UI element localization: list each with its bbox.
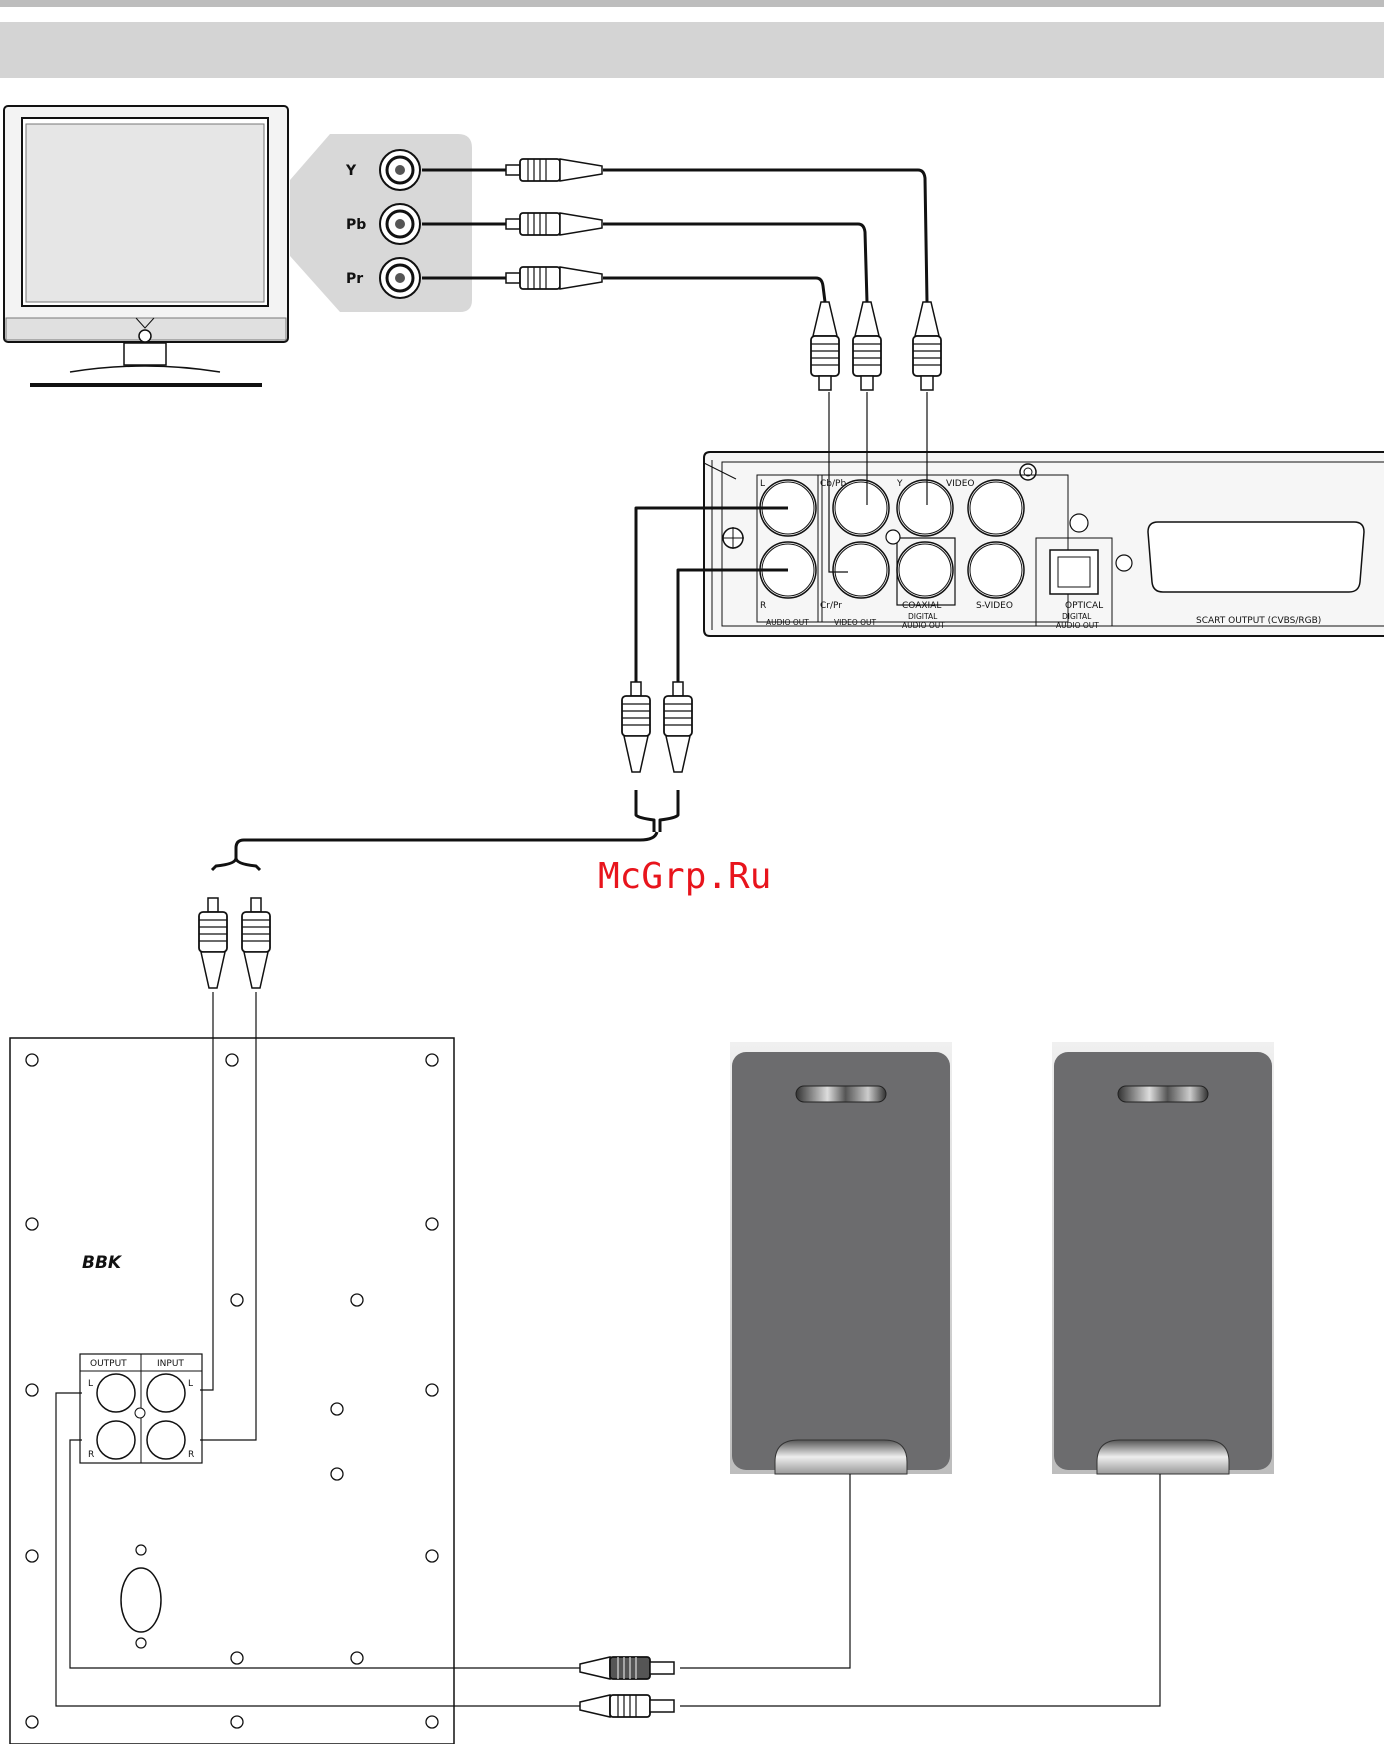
rca-plug <box>853 302 881 390</box>
optical-label: OPTICAL <box>1065 601 1103 611</box>
coaxial-jack <box>897 542 953 598</box>
rca-plug <box>242 898 270 988</box>
sub-output-r-label: R <box>88 1450 94 1460</box>
audio-out-label: AUDIO OUT <box>766 618 809 627</box>
tv-input-label: Pr <box>346 271 363 287</box>
tv-monitor <box>4 106 288 387</box>
y-label: Y <box>896 479 903 489</box>
screw-hole <box>26 1716 38 1728</box>
screw-hole <box>26 1218 38 1230</box>
rca-plug <box>622 682 650 772</box>
subwoofer-rear-panel: BBK OUTPUT INPUT L R L R <box>10 1038 454 1744</box>
dvd-player-rear-panel: L R AUDIO OUT Cb/Pb Cr/Pr VIDEO OUT Y VI… <box>704 452 1384 636</box>
rca-plug <box>580 1657 674 1679</box>
top-rule <box>0 0 1384 7</box>
video-jack <box>968 480 1024 536</box>
digital-label: DIGITAL <box>908 612 938 621</box>
video-label: VIDEO <box>946 479 975 489</box>
screw-hole <box>426 1550 438 1562</box>
rca-plug <box>580 1695 674 1717</box>
rca-plug <box>199 898 227 988</box>
screw-hole <box>26 1550 38 1562</box>
s-video-jack <box>968 542 1024 598</box>
screw-hole <box>331 1403 343 1415</box>
cr-pr-jack <box>833 542 889 598</box>
y-jack <box>897 480 953 536</box>
screw-hole <box>426 1716 438 1728</box>
left-speaker <box>730 1042 952 1474</box>
tv-input-label: Pb <box>346 217 366 233</box>
sub-output-l-label: L <box>88 1379 93 1389</box>
screw-hole <box>351 1294 363 1306</box>
rca-plug <box>811 302 839 390</box>
tv-input-label: Y <box>345 163 357 179</box>
screw-hole <box>226 1054 238 1066</box>
tv-input-jack-pr <box>380 258 420 298</box>
screw-hole <box>231 1294 243 1306</box>
s-video-label: S-VIDEO <box>976 601 1013 611</box>
rca-plug <box>506 213 602 235</box>
sub-output-l-jack <box>97 1374 135 1412</box>
rca-plug <box>664 682 692 772</box>
sub-input-r-jack <box>147 1421 185 1459</box>
rca-plug <box>913 302 941 390</box>
screw-hole <box>231 1716 243 1728</box>
subwoofer-brand-logo: BBK <box>82 1253 123 1273</box>
screw-hole <box>426 1218 438 1230</box>
sub-input-l-jack <box>147 1374 185 1412</box>
screw-hole <box>351 1652 363 1664</box>
audio-r-label: R <box>760 601 766 611</box>
cr-pr-label: Cr/Pr <box>820 601 842 611</box>
tv-input-jack-y <box>380 150 420 190</box>
screw-hole <box>426 1054 438 1066</box>
rca-plug <box>506 267 602 289</box>
audio-l-label: L <box>760 479 765 489</box>
header-band <box>0 22 1384 78</box>
sub-output-r-jack <box>97 1421 135 1459</box>
screw-hole <box>26 1384 38 1396</box>
tv-input-jack-pb <box>380 204 420 244</box>
cb-pb-label: Cb/Pb <box>820 479 846 489</box>
screw-hole <box>331 1468 343 1480</box>
scart-output-label: SCART OUTPUT (CVBS/RGB) <box>1196 616 1321 626</box>
optical-digital-label: DIGITAL <box>1062 612 1092 621</box>
video-out-label: VIDEO OUT <box>834 618 877 627</box>
screw-hole <box>426 1384 438 1396</box>
sub-input-l-label: L <box>188 1379 193 1389</box>
subwoofer-output-label: OUTPUT <box>90 1359 127 1369</box>
screw-hole <box>26 1054 38 1066</box>
right-speaker <box>1052 1042 1274 1474</box>
coaxial-label: COAXIAL <box>902 601 941 611</box>
optical-audio-out-label: AUDIO OUT <box>1056 621 1099 630</box>
sub-input-r-label: R <box>188 1450 194 1460</box>
subwoofer-input-label: INPUT <box>157 1359 184 1369</box>
digital-audio-out-label: AUDIO OUT <box>902 621 945 630</box>
watermark-text: McGrp.Ru <box>598 856 771 897</box>
rca-plug <box>506 159 602 181</box>
screw-hole <box>231 1652 243 1664</box>
